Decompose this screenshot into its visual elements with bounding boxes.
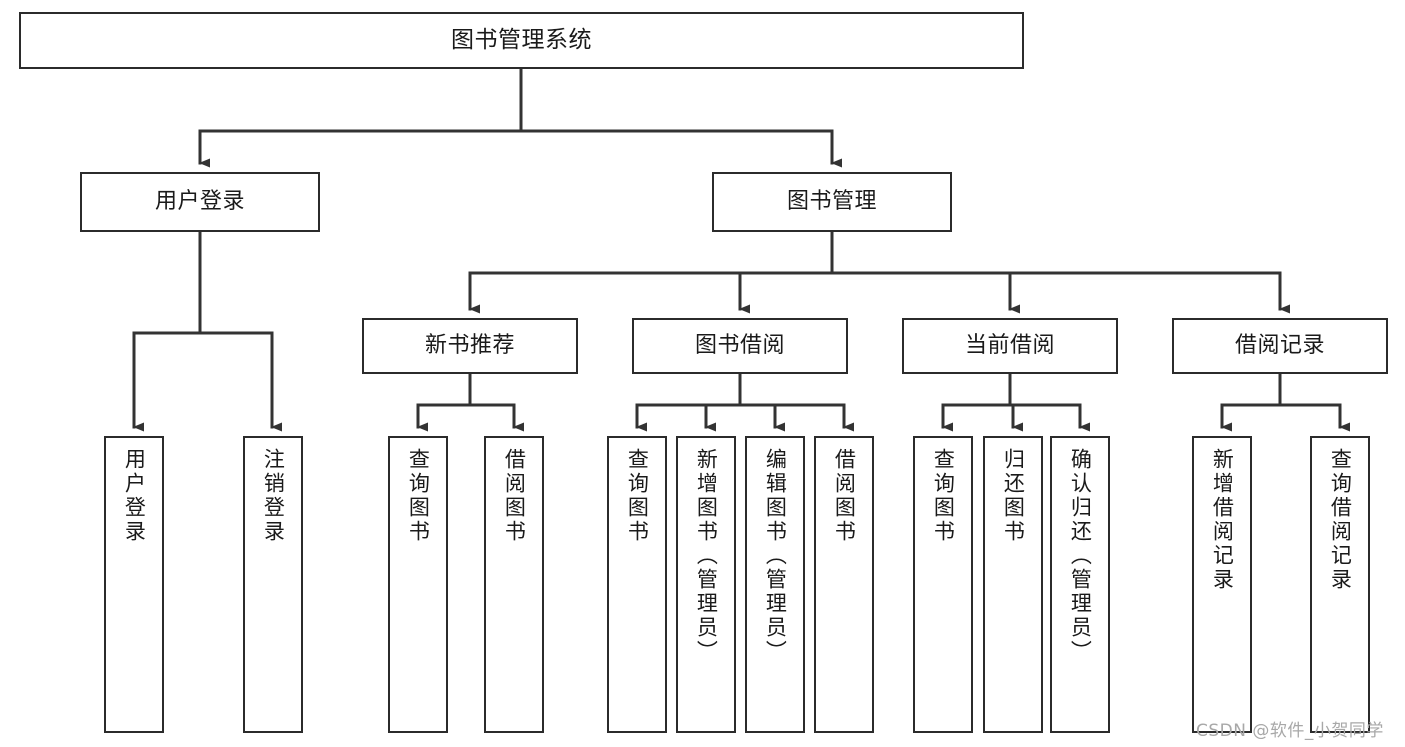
node-root-system[interactable]: 图书管理系统	[19, 12, 1024, 69]
leaf-query-book-bb[interactable]: 查询图书	[607, 436, 667, 733]
node-user-login-label: 用户登录	[154, 189, 245, 215]
leaf-edit-book-admin[interactable]: 编辑图书（管理员）	[745, 436, 805, 733]
node-current-borrow[interactable]: 当前借阅	[902, 318, 1118, 374]
leaf-borrow-book-nbr-label: 借阅图书	[502, 448, 527, 544]
leaf-query-book-nbr[interactable]: 查询图书	[388, 436, 448, 733]
node-book-management-label: 图书管理	[786, 189, 877, 215]
leaf-query-borrow-record-label: 查询借阅记录	[1328, 448, 1353, 592]
leaf-borrow-book-bb[interactable]: 借阅图书	[814, 436, 874, 733]
node-current-borrow-label: 当前借阅	[964, 333, 1055, 359]
node-book-borrow-label: 图书借阅	[694, 333, 785, 359]
leaf-query-borrow-record[interactable]: 查询借阅记录	[1310, 436, 1370, 733]
leaf-borrow-book-bb-label: 借阅图书	[832, 448, 857, 544]
node-borrow-record-label: 借阅记录	[1234, 333, 1325, 359]
leaf-logout-label: 注销登录	[261, 448, 286, 544]
leaf-query-book-nbr-label: 查询图书	[406, 448, 431, 544]
leaf-add-borrow-record[interactable]: 新增借阅记录	[1192, 436, 1252, 733]
node-book-borrow[interactable]: 图书借阅	[632, 318, 848, 374]
leaf-query-book-cb-label: 查询图书	[931, 448, 956, 544]
leaf-user-login[interactable]: 用户登录	[104, 436, 164, 733]
node-root-label: 图书管理系统	[451, 27, 592, 54]
leaf-add-book-admin-label: 新增图书（管理员）	[694, 448, 719, 664]
node-user-login[interactable]: 用户登录	[80, 172, 320, 232]
leaf-query-book-cb[interactable]: 查询图书	[913, 436, 973, 733]
leaf-return-book-label: 归还图书	[1001, 448, 1026, 544]
leaf-add-book-admin[interactable]: 新增图书（管理员）	[676, 436, 736, 733]
leaf-query-book-bb-label: 查询图书	[625, 448, 650, 544]
node-book-management[interactable]: 图书管理	[712, 172, 952, 232]
leaf-user-login-label: 用户登录	[122, 448, 147, 544]
node-new-book-recommendation[interactable]: 新书推荐	[362, 318, 578, 374]
node-new-book-recommendation-label: 新书推荐	[424, 333, 515, 359]
leaf-confirm-return-admin[interactable]: 确认归还（管理员）	[1050, 436, 1110, 733]
leaf-edit-book-admin-label: 编辑图书（管理员）	[763, 448, 788, 664]
leaf-add-borrow-record-label: 新增借阅记录	[1210, 448, 1235, 592]
leaf-return-book[interactable]: 归还图书	[983, 436, 1043, 733]
leaf-borrow-book-nbr[interactable]: 借阅图书	[484, 436, 544, 733]
csdn-watermark: CSDN @软件_小贺同学	[1196, 721, 1384, 741]
leaf-logout[interactable]: 注销登录	[243, 436, 303, 733]
leaf-confirm-return-admin-label: 确认归还（管理员）	[1068, 448, 1093, 664]
node-borrow-record[interactable]: 借阅记录	[1172, 318, 1388, 374]
